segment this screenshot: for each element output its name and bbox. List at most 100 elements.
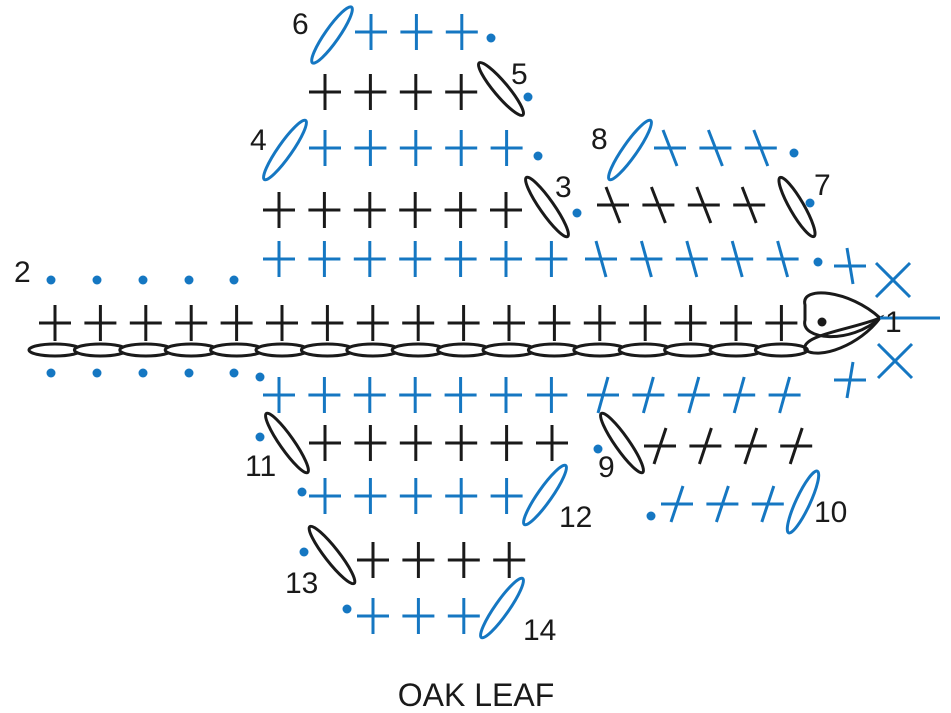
sc-stitch [733,186,766,224]
sc-stitch [538,305,571,341]
sc-stitch [642,186,675,224]
sc-stitch [723,376,756,414]
sc-stitch [536,425,568,461]
sc-stitch [263,377,295,413]
slip-stitch-dot [255,432,265,442]
sc-stitch [630,240,663,278]
slip-stitch-dot [92,275,102,285]
row-label-1: 1 [885,306,902,339]
sc-stitch [632,376,665,414]
sc-stitch [39,305,71,341]
sc-stitch [490,425,523,461]
sc-stitch [399,241,432,277]
sc-stitch [490,377,522,413]
sc-stitch [355,14,387,50]
sc-stitch [354,478,387,514]
sc-stitch [661,485,693,523]
chain-stitches [27,291,885,358]
sc-stitch [490,130,523,166]
row-label-7: 7 [814,169,831,202]
sc-stitch [309,478,341,514]
sc-stitch [402,542,435,578]
turning-chain-loop [479,576,525,640]
row-label-8: 8 [591,123,608,156]
sc-stitch [356,305,389,341]
slip-stitch-dot [486,33,496,43]
sc-stitch [444,377,477,413]
slip-stitch-dot [229,275,239,285]
row-label-12: 12 [559,501,592,534]
sc-stitch [490,241,522,277]
row-label-2: 2 [14,256,31,289]
sc-stitch [353,192,386,228]
chain-stitch [753,342,809,358]
sc-stitch [766,240,799,278]
slip-stitch-dot [184,368,194,378]
sc-stitch [399,478,432,514]
sc-stitch [585,240,617,278]
sc-stitch [309,130,341,166]
sc-stitch [399,130,432,166]
slip-stitch-dot [533,151,543,161]
sc-stitch [399,192,432,228]
sc-stitch [311,305,344,341]
sc-stitch [674,305,707,341]
turning-chain-loop [262,118,308,182]
slip-stitch-dot [593,444,603,454]
sc-stitch [353,377,386,413]
sc-stitch [447,542,480,578]
sc-stitch [175,305,208,341]
sc-stitch [444,192,477,228]
slip-stitch-dot [229,368,239,378]
sc-stitch [597,186,629,224]
sc-stitch [402,598,435,634]
sc-stitch [354,130,387,166]
tip-dot [817,317,827,327]
sc-stitch [780,427,813,465]
row-label-5: 5 [511,58,528,91]
row-label-9: 9 [598,451,615,484]
sc-stitch [583,305,616,341]
sc-stitch [263,192,295,228]
sc-stitch [744,129,777,167]
turning-chain-loop [310,5,354,65]
sc-stitch [675,240,708,278]
sc-stitch [644,427,676,465]
slip-stitch-dot [138,368,148,378]
sc-stitch [220,305,253,341]
sc-stitch [309,74,341,110]
sc-stitch [834,361,866,399]
sc-stitch [308,241,341,277]
slip-stitch-dot [299,547,309,557]
sc-stitch [445,425,478,461]
sc-stitch [400,14,433,50]
x-stroke [874,261,912,299]
turning-chain-loop [785,469,821,535]
sc-stitch [399,74,432,110]
slip-stitch-dot [184,275,194,285]
sc-stitch [447,305,480,341]
sc-stitch [444,241,477,277]
turning-chain-loop [607,118,653,182]
slip-stitch-dot [46,368,56,378]
sc-stitch [266,305,298,341]
sc-stitch [354,74,387,110]
sc-stitch [687,186,720,224]
row-label-14: 14 [523,614,556,647]
x-stroke [876,342,914,380]
sc-stitch [587,376,619,414]
sc-stitch [490,478,523,514]
sc-stitch [677,376,710,414]
turning-chain-loops [262,5,821,640]
row-label-10: 10 [814,496,847,529]
slip-stitch-dot [646,511,656,521]
sc-stitch [263,241,295,277]
slip-stitch-dot [255,372,265,382]
row-label-6: 6 [292,8,309,41]
sc-stitch [357,542,389,578]
sc-stitch [353,241,386,277]
sc-stitch [834,247,866,285]
sc-stitch [490,192,522,228]
turning-chain-loop [307,524,357,586]
slip-stitch-dot [92,368,102,378]
